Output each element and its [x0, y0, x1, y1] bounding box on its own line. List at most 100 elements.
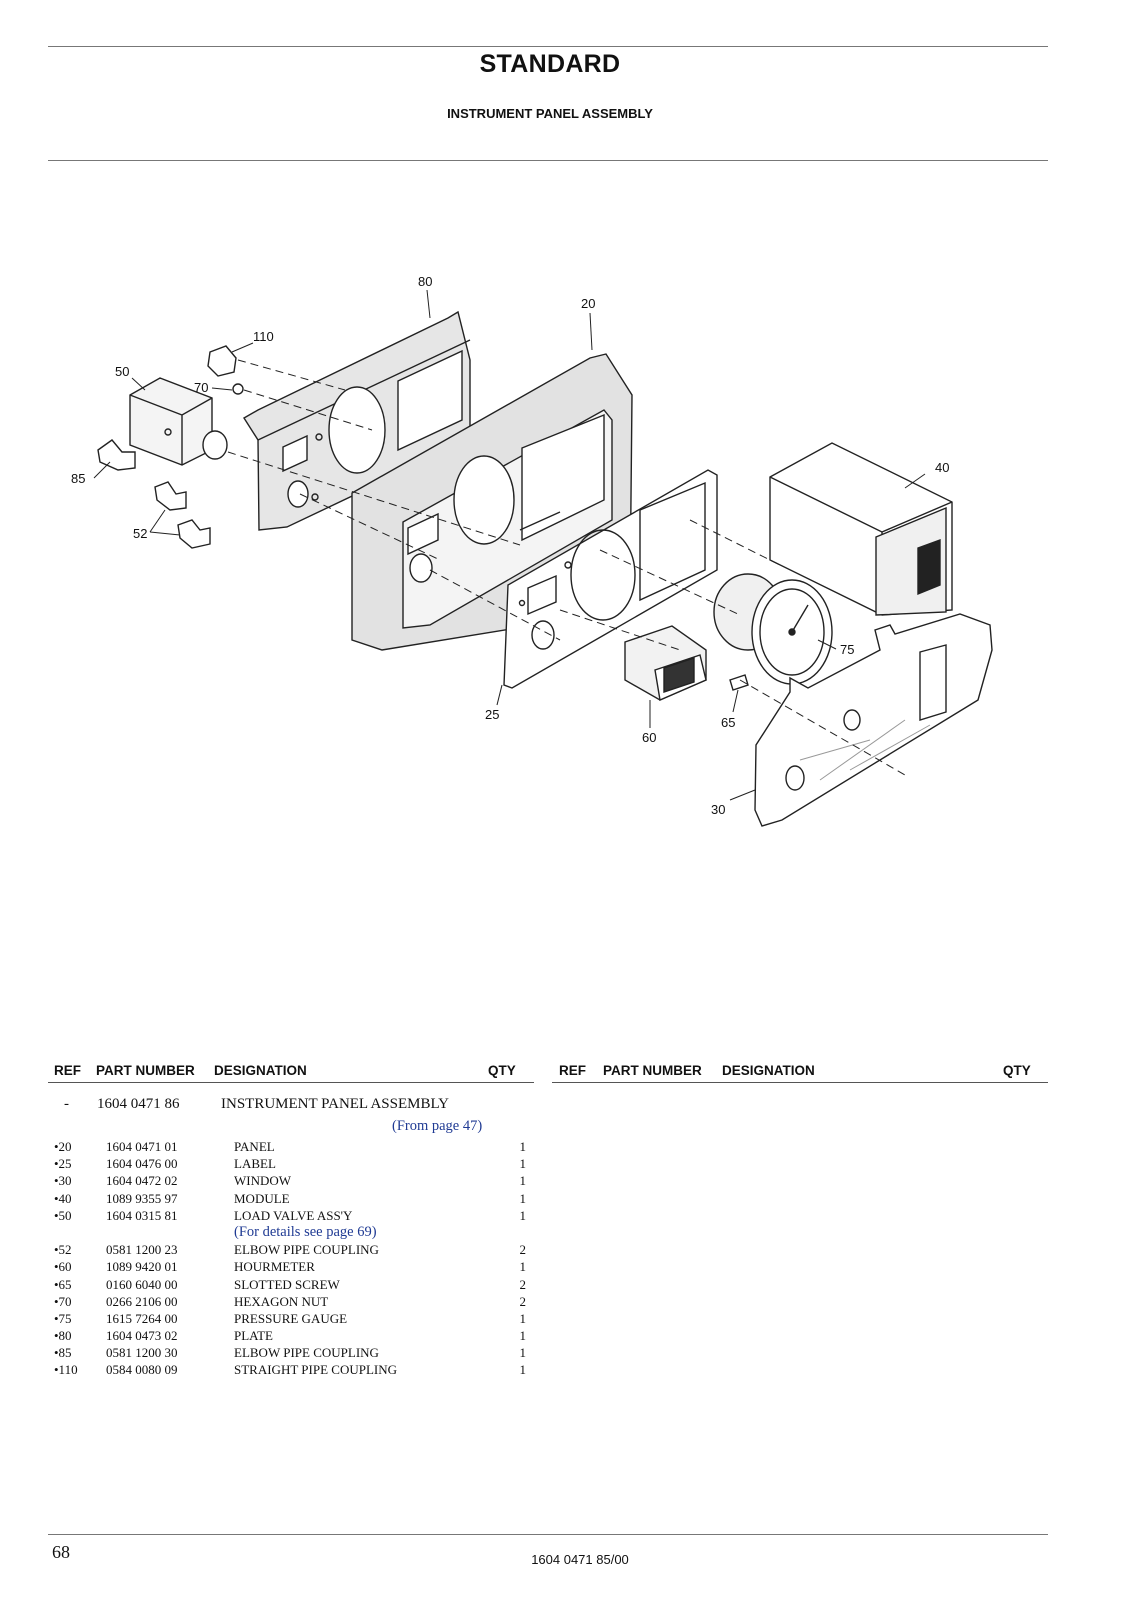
- ref-cell: •70: [54, 1293, 72, 1309]
- ref-cell: •60: [54, 1259, 72, 1275]
- designation-cell: HEXAGON NUT: [234, 1293, 329, 1309]
- designation-cell: ELBOW PIPE COUPLING: [234, 1345, 379, 1361]
- ref-cell: •80: [54, 1328, 72, 1344]
- designation-cell: ELBOW PIPE COUPLING: [234, 1242, 379, 1258]
- ref-cell: •110: [54, 1362, 78, 1378]
- table-row: •25 1604 0476 00 LABEL 1: [48, 1156, 534, 1173]
- ref-cell: •40: [54, 1190, 72, 1206]
- table-row: •60 1089 9420 01 HOURMETER 1: [48, 1259, 534, 1276]
- ref-cell: •25: [54, 1156, 72, 1172]
- table-row: •75 1615 7264 00 PRESSURE GAUGE 1: [48, 1311, 534, 1328]
- ref-cell: •20: [54, 1139, 72, 1154]
- part-number-cell: 1089 9355 97: [106, 1190, 178, 1206]
- part-60-hourmeter: [624, 625, 707, 701]
- qty-cell: 1: [519, 1207, 527, 1223]
- header-underline-right: [552, 1082, 1048, 1083]
- part-number-cell: 1604 0315 81: [106, 1207, 178, 1223]
- callout-20: 20: [581, 296, 595, 311]
- col-header-part-number: PART NUMBER: [96, 1063, 195, 1078]
- part-50-load-valve: [129, 377, 228, 466]
- part-number-cell: 1604 0472 02: [106, 1173, 178, 1189]
- ref-cell: •75: [54, 1310, 72, 1326]
- qty-cell: 1: [519, 1156, 527, 1172]
- designation-cell: SLOTTED SCREW: [234, 1276, 340, 1292]
- page-number: 68: [52, 1542, 70, 1562]
- document-number: 1604 0471 85/00: [531, 1552, 629, 1567]
- ref-cell: •65: [54, 1276, 72, 1292]
- part-number-cell: 0266 2106 00: [106, 1293, 178, 1309]
- table-row: •50 1604 0315 81 LOAD VALVE ASS'Y 1: [48, 1208, 534, 1225]
- part-number-cell: 1604 0476 00: [106, 1156, 178, 1172]
- part-number-cell: 1604 0473 02: [106, 1328, 178, 1344]
- fitting-110: [207, 345, 237, 377]
- col-header-part-number-right: PART NUMBER: [603, 1063, 702, 1078]
- details-note-row: (For details see page 69): [48, 1223, 534, 1242]
- callout-70: 70: [194, 380, 208, 395]
- cross-reference-link[interactable]: (From page 47): [392, 1118, 483, 1134]
- part-40-module: [769, 442, 953, 616]
- col-header-ref-right: REF: [559, 1063, 586, 1078]
- designation-cell: PRESSURE GAUGE: [234, 1310, 348, 1326]
- designation-cell: LABEL: [234, 1156, 276, 1172]
- part-75-pressure-gauge: [713, 573, 833, 685]
- callout-110: 110: [253, 329, 274, 344]
- callout-60: 60: [642, 730, 656, 745]
- designation-cell: INSTRUMENT PANEL ASSEMBLY: [221, 1096, 449, 1112]
- qty-cell: 1: [519, 1259, 527, 1275]
- qty-cell: 1: [519, 1310, 527, 1326]
- designation-cell: WINDOW: [234, 1173, 292, 1189]
- qty-cell: 1: [519, 1362, 527, 1378]
- designation-cell: PLATE: [234, 1328, 273, 1344]
- parts-list: - 1604 0471 86 INSTRUMENT PANEL ASSEMBLY…: [48, 1096, 534, 1380]
- callout-50: 50: [115, 364, 129, 379]
- part-number-cell: 0581 1200 30: [106, 1345, 178, 1361]
- callout-65: 65: [721, 715, 735, 730]
- callout-25: 25: [485, 707, 499, 722]
- designation-cell: PANEL: [234, 1139, 275, 1154]
- callout-52: 52: [133, 526, 147, 541]
- designation-cell: LOAD VALVE ASS'Y: [234, 1207, 353, 1223]
- ref-cell: •50: [54, 1207, 72, 1223]
- footer-rule: [48, 1534, 1048, 1535]
- part-25-label: [503, 469, 718, 689]
- col-header-qty-right: QTY: [1003, 1063, 1031, 1078]
- qty-cell: 1: [519, 1328, 527, 1344]
- nut-70: [232, 383, 244, 395]
- designation-cell: MODULE: [234, 1190, 290, 1206]
- part-number-cell: 1604 0471 01: [106, 1139, 178, 1154]
- qty-cell: 2: [519, 1242, 527, 1258]
- callout-85: 85: [71, 471, 85, 486]
- callout-80: 80: [418, 274, 432, 289]
- table-row: •80 1604 0473 02 PLATE 1: [48, 1328, 534, 1345]
- table-row: •20 1604 0471 01 PANEL 1: [48, 1139, 534, 1156]
- qty-cell: 1: [519, 1139, 527, 1154]
- designation-cell: STRAIGHT PIPE COUPLING: [234, 1362, 397, 1378]
- part-number-cell: 0581 1200 23: [106, 1242, 178, 1258]
- qty-cell: 2: [519, 1293, 527, 1309]
- col-header-qty: QTY: [488, 1063, 516, 1078]
- col-header-ref: REF: [54, 1063, 81, 1078]
- table-row: •40 1089 9355 97 MODULE 1: [48, 1191, 534, 1208]
- assembly-note-row: (From page 47): [48, 1117, 534, 1139]
- qty-cell: 1: [519, 1173, 527, 1189]
- part-number-cell: 1089 9420 01: [106, 1259, 178, 1275]
- page-subtitle: INSTRUMENT PANEL ASSEMBLY: [447, 106, 653, 121]
- callout-75: 75: [840, 642, 854, 657]
- exploded-parts-diagram: 80 20 110 50 70 40 85 52 75 25 65 60 30: [71, 274, 993, 827]
- fitting-85: [97, 439, 136, 471]
- cross-reference-link[interactable]: (For details see page 69): [234, 1223, 377, 1240]
- fitting-52: [154, 481, 211, 549]
- part-65-slotted-screw: [729, 674, 749, 691]
- part-number-cell: 1615 7264 00: [106, 1310, 178, 1326]
- designation-cell: HOURMETER: [234, 1259, 315, 1275]
- assembly-row: - 1604 0471 86 INSTRUMENT PANEL ASSEMBLY: [48, 1096, 534, 1117]
- qty-cell: 1: [519, 1190, 527, 1206]
- qty-cell: 2: [519, 1276, 527, 1292]
- part-30-window: [754, 613, 993, 827]
- header-underline-left: [48, 1082, 534, 1083]
